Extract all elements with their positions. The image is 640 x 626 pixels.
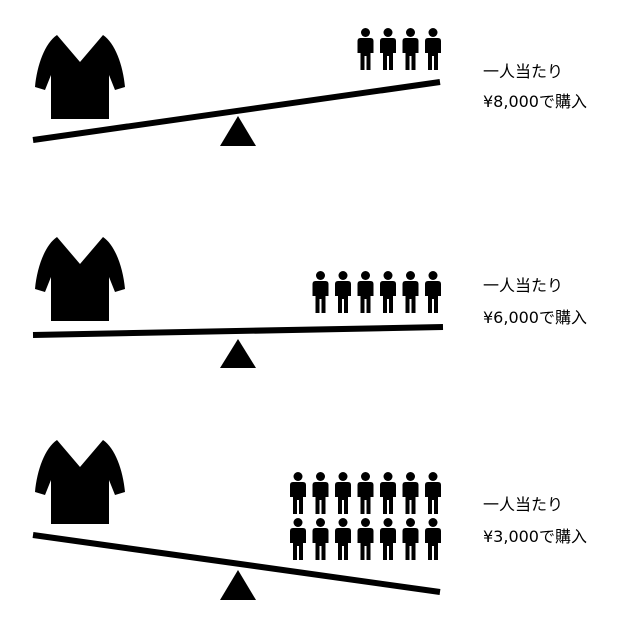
person-icon xyxy=(357,518,374,560)
person-icon xyxy=(290,472,306,514)
shirt-icon xyxy=(35,237,125,321)
person-icon xyxy=(425,271,441,313)
people-group xyxy=(312,271,441,313)
fulcrum-triangle xyxy=(220,339,256,368)
fulcrum-triangle xyxy=(220,116,256,146)
person-icon xyxy=(380,518,396,560)
seesaw-beam xyxy=(32,324,444,338)
shirt-icon xyxy=(35,35,125,119)
seesaw-beam xyxy=(32,532,441,595)
panel-1 xyxy=(32,28,441,146)
person-icon xyxy=(425,472,441,514)
person-icon xyxy=(312,472,329,514)
person-icon xyxy=(425,28,441,70)
person-icon xyxy=(357,271,374,313)
per-person-label: 一人当たり xyxy=(483,62,564,81)
person-icon xyxy=(402,518,419,560)
price-label: ¥6,000で購入 xyxy=(483,308,587,327)
shirt-icon xyxy=(35,440,125,524)
panel-2 xyxy=(32,237,444,368)
person-icon xyxy=(290,518,306,560)
person-icon xyxy=(380,472,396,514)
person-icon xyxy=(425,518,441,560)
person-icon xyxy=(357,472,374,514)
person-icon xyxy=(380,271,396,313)
person-icon xyxy=(335,472,351,514)
person-icon xyxy=(402,28,419,70)
per-person-label: 一人当たり xyxy=(483,276,564,295)
person-icon xyxy=(402,271,419,313)
panel-3 xyxy=(32,440,441,600)
per-person-label: 一人当たり xyxy=(483,495,564,514)
person-icon xyxy=(335,518,351,560)
person-icon xyxy=(357,28,374,70)
fulcrum-triangle xyxy=(220,570,256,600)
person-icon xyxy=(312,271,329,313)
price-label: ¥8,000で購入 xyxy=(483,92,587,111)
person-icon xyxy=(380,28,396,70)
person-icon xyxy=(335,271,351,313)
seesaw-beam xyxy=(32,79,441,143)
price-label: ¥3,000で購入 xyxy=(483,527,587,546)
people-group xyxy=(357,28,441,70)
people-group xyxy=(290,472,441,560)
person-icon xyxy=(402,472,419,514)
person-icon xyxy=(312,518,329,560)
